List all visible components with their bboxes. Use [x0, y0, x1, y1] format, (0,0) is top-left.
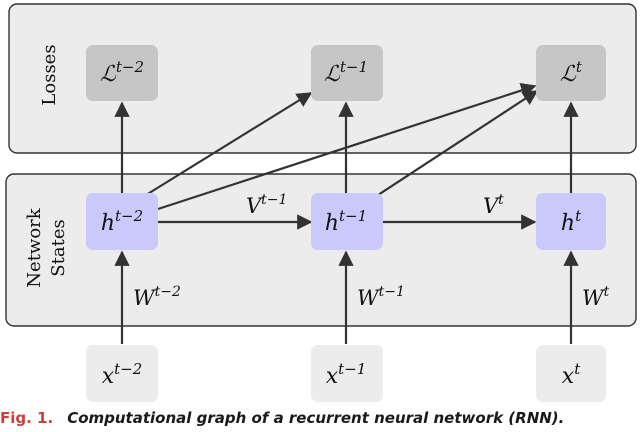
input-label-tm2: xt−2 — [102, 360, 143, 389]
input-label-tm1: xt−1 — [326, 360, 367, 389]
state-label-t: ht — [561, 207, 582, 236]
state-label-tm1: ht−1 — [325, 207, 367, 236]
network-states-label-line1: Network — [24, 207, 45, 287]
state-label-tm2: ht−2 — [101, 207, 143, 236]
edge-label-v-t: Vt — [483, 192, 504, 218]
figure-caption-text: Computational graph of a recurrent neura… — [67, 409, 565, 427]
edge-state-tm2-to-loss-tm1 — [145, 92, 313, 196]
loss-node-tm1 — [311, 45, 383, 101]
losses-panel-label: Losses — [39, 44, 60, 105]
loss-label-tm2: ℒt−2 — [100, 58, 144, 87]
edge-label-v-tm1: Vt−1 — [246, 192, 287, 218]
figure-caption: Fig. 1. Computational graph of a recurren… — [0, 409, 640, 431]
loss-node-t — [536, 45, 606, 101]
figure-number: Fig. 1. — [0, 409, 54, 427]
state-node-tm2 — [86, 193, 158, 250]
edge-label-w-tm1: Wt−1 — [357, 284, 405, 310]
edge-label-w-t: Wt — [582, 284, 610, 310]
input-node-t — [536, 345, 606, 402]
loss-label-t: ℒt — [560, 58, 583, 87]
edge-label-w-tm2: Wt−2 — [133, 284, 181, 310]
state-node-tm1 — [311, 193, 383, 250]
input-label-t: xt — [562, 360, 581, 389]
input-node-tm2 — [86, 345, 158, 402]
edges — [114, 82, 579, 344]
edge-state-tm1-to-loss-t — [377, 90, 539, 196]
network-states-label-line2: States — [48, 219, 69, 276]
input-node-tm1 — [311, 345, 383, 402]
state-node-t — [536, 193, 606, 250]
loss-node-tm2 — [86, 45, 158, 101]
edge-state-tm2-to-loss-t — [157, 82, 537, 211]
loss-label-tm1: ℒt−1 — [324, 58, 368, 87]
